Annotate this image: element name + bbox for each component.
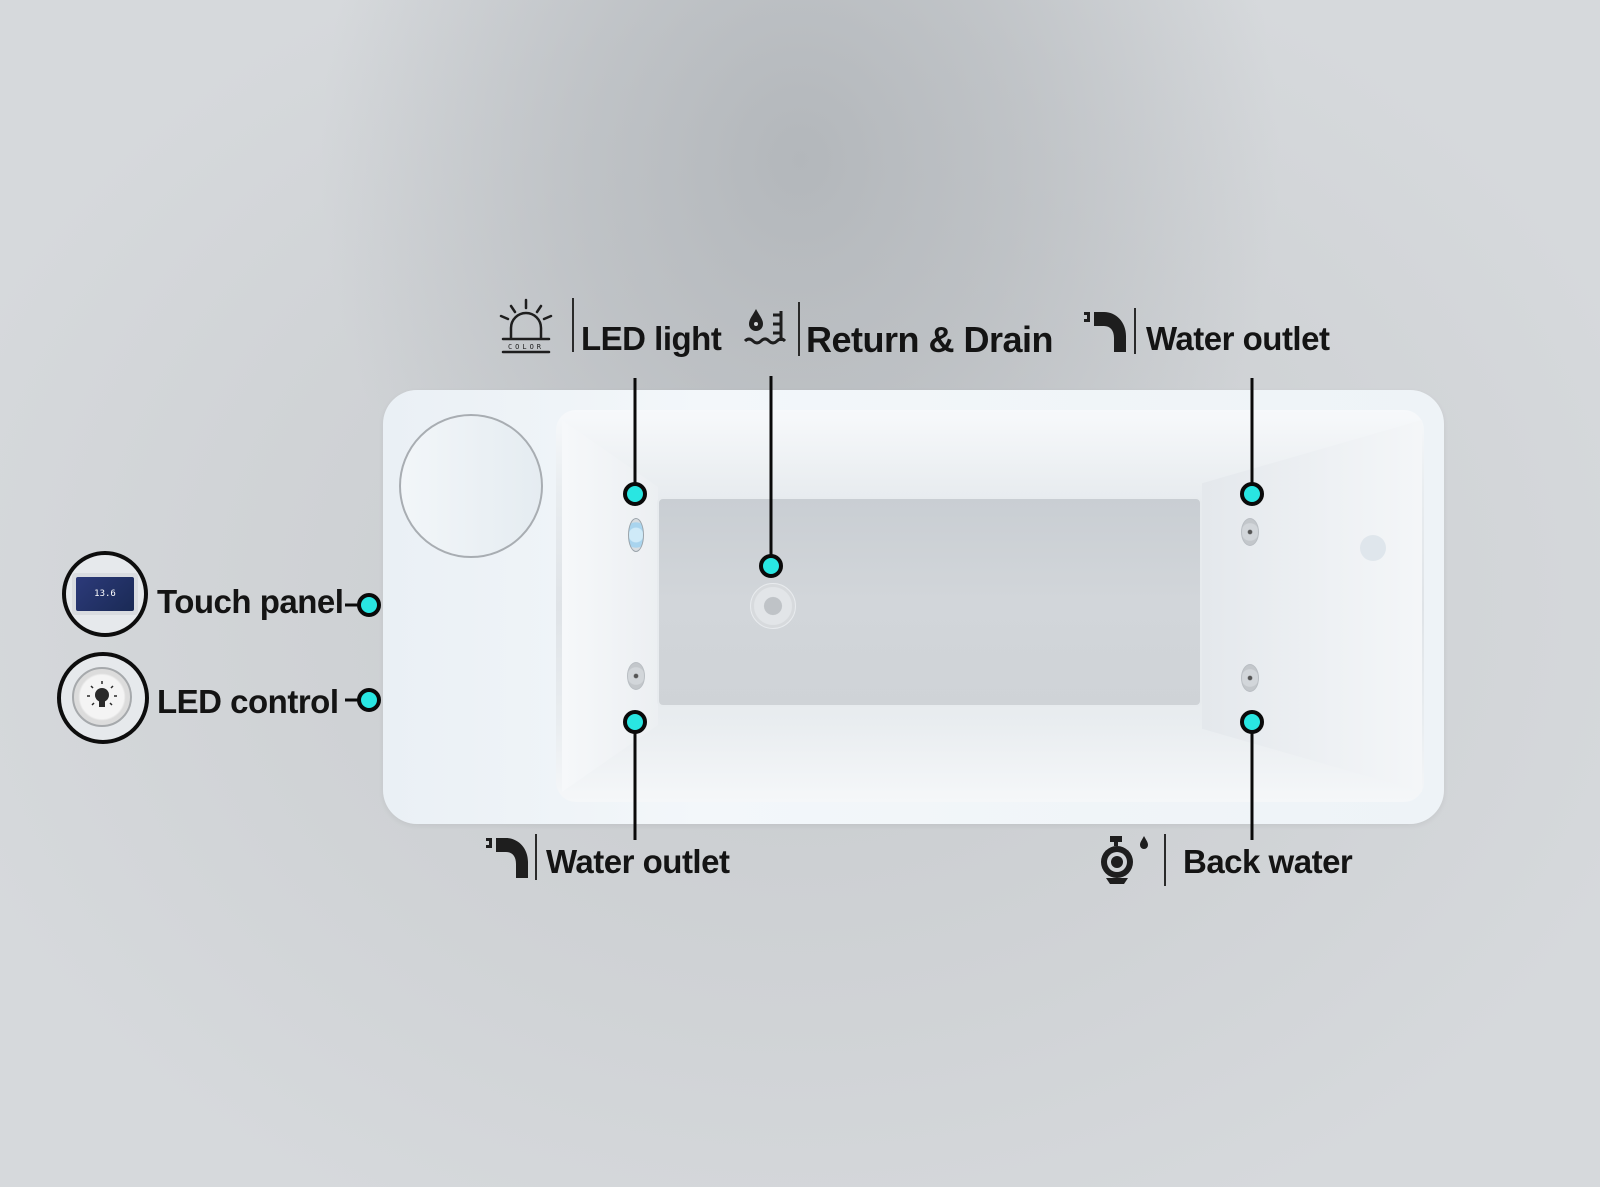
touch-panel-thumbnail: 13.6 [62, 551, 148, 637]
pillow-mark [1360, 535, 1386, 561]
return-drain-leader-line [769, 376, 773, 566]
back-water-jet [1241, 664, 1259, 692]
basin-floor [657, 497, 1202, 707]
led-control-knob [72, 667, 132, 727]
lightbulb-icon [87, 681, 117, 707]
water-outlet-bottom-leader-line [633, 722, 637, 840]
led-light-separator [572, 298, 574, 352]
return-drain-separator [798, 302, 800, 356]
back-water-label: Back water [1183, 843, 1353, 880]
back-water-leader-line [1250, 722, 1254, 840]
touch-panel-label: Touch panel [157, 583, 344, 620]
back-water-separator [1164, 834, 1166, 886]
faucet-icon [1082, 308, 1130, 352]
led-light-leader-line [633, 378, 637, 494]
led-lamp-fitting [628, 518, 644, 552]
return-drain-label: Return & Drain [806, 319, 1054, 360]
touch-panel-screen: 13.6 [76, 577, 134, 611]
return-drain-icon [743, 305, 791, 353]
back-water-marker[interactable] [1240, 710, 1264, 734]
pump-water-icon [1100, 834, 1154, 884]
led-light-marker[interactable] [623, 482, 647, 506]
water-outlet-bottom-label: Water outlet [546, 843, 730, 880]
led-light-label: LED light [581, 320, 722, 357]
basin-backrest-slope [1202, 420, 1422, 792]
water-outlet-bottom-separator [535, 834, 537, 880]
water-outlet-top-separator [1134, 308, 1136, 354]
led-button-thumbnail [57, 652, 149, 744]
return-drain-fitting [750, 583, 796, 629]
deck-round-cover [399, 414, 543, 558]
led-control-marker[interactable] [357, 688, 381, 712]
svg-text:COLOR: COLOR [508, 343, 544, 351]
water-outlet-top-leader-line [1250, 378, 1254, 494]
touch-panel-marker[interactable] [357, 593, 381, 617]
return-drain-marker[interactable] [759, 554, 783, 578]
water-outlet-jet-top-right [1241, 518, 1259, 546]
led-control-label: LED control [157, 683, 339, 720]
water-outlet-bottom-marker[interactable] [623, 710, 647, 734]
led-light-color-icon: COLOR [497, 298, 555, 354]
faucet-icon [484, 834, 532, 878]
water-outlet-top-label: Water outlet [1146, 320, 1330, 357]
water-outlet-top-marker[interactable] [1240, 482, 1264, 506]
water-outlet-jet-left [627, 662, 645, 690]
